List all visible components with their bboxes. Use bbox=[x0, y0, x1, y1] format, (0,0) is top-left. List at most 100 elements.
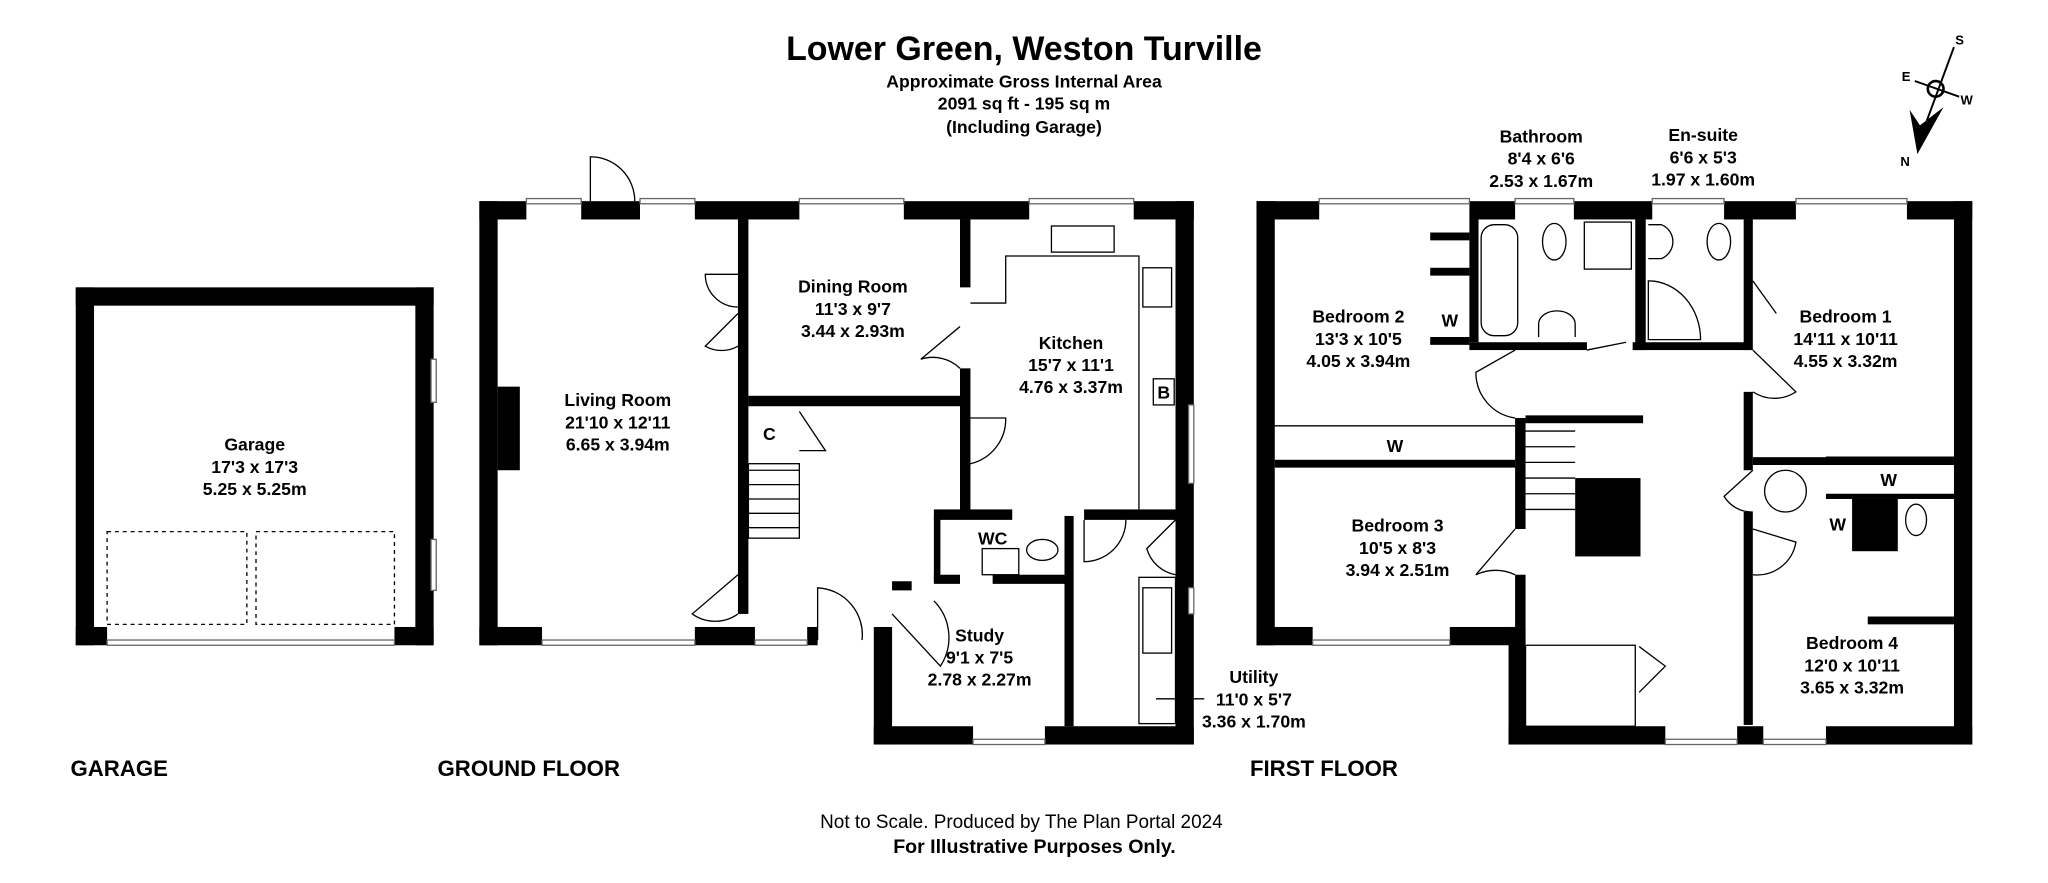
svg-text:5.25 x 5.25m: 5.25 x 5.25m bbox=[203, 479, 307, 499]
disclaimer-scale: Not to Scale. Produced by The Plan Porta… bbox=[820, 812, 1223, 833]
wall bbox=[1575, 478, 1641, 557]
wall bbox=[1743, 219, 1753, 351]
wall bbox=[1274, 459, 1516, 468]
wall bbox=[933, 574, 960, 584]
floor-label-ground: GROUND FLOOR bbox=[438, 756, 620, 781]
wall bbox=[479, 626, 543, 646]
wardrobe-marker: W bbox=[1880, 470, 1897, 490]
wall bbox=[933, 515, 941, 582]
svg-text:Kitchen: Kitchen bbox=[1039, 333, 1104, 353]
svg-text:2.78 x 2.27m: 2.78 x 2.27m bbox=[928, 670, 1032, 690]
wall bbox=[737, 219, 749, 614]
wall bbox=[933, 509, 1013, 520]
door bbox=[1083, 519, 1127, 563]
wall bbox=[1084, 509, 1176, 520]
svg-text:3.44 x 2.93m: 3.44 x 2.93m bbox=[801, 321, 905, 341]
svg-text:13'3 x 10'5: 13'3 x 10'5 bbox=[1315, 329, 1402, 349]
window bbox=[1318, 197, 1471, 205]
wall bbox=[1737, 726, 1764, 745]
room-bedroom-1: Bedroom 1 14'11 x 10'11 4.55 x 3.32m bbox=[1793, 307, 1898, 371]
wardrobe-marker: W bbox=[1387, 436, 1404, 456]
window bbox=[106, 639, 396, 646]
room-wc: WC bbox=[978, 529, 1008, 549]
door bbox=[691, 574, 739, 622]
wall bbox=[1256, 201, 1275, 646]
wardrobe-marker: W bbox=[1829, 514, 1846, 534]
door bbox=[816, 587, 863, 641]
window bbox=[1514, 197, 1575, 205]
door bbox=[704, 273, 738, 308]
door bbox=[1752, 280, 1777, 314]
sink-icon bbox=[1142, 587, 1173, 654]
wall bbox=[1635, 219, 1646, 351]
disclaimer-illustrative: For Illustrative Purposes Only. bbox=[893, 836, 1176, 858]
svg-text:15'7 x 11'1: 15'7 x 11'1 bbox=[1028, 355, 1114, 375]
room-utility: Utility 11'0 x 5'7 3.36 x 1.70m bbox=[1202, 667, 1306, 731]
window bbox=[541, 639, 696, 646]
wall bbox=[873, 726, 974, 745]
wall bbox=[1469, 342, 1587, 351]
svg-text:3.36 x 1.70m: 3.36 x 1.70m bbox=[1202, 712, 1306, 732]
window bbox=[1187, 404, 1195, 484]
fixtures bbox=[106, 156, 1954, 727]
svg-text:En-suite: En-suite bbox=[1668, 125, 1738, 145]
window bbox=[972, 738, 1046, 746]
room-ensuite: En-suite 6'6 x 5'3 1.97 x 1.60m bbox=[1651, 125, 1755, 189]
svg-text:Study: Study bbox=[955, 625, 1004, 645]
shower-icon bbox=[1583, 221, 1632, 270]
wall bbox=[75, 626, 108, 646]
svg-text:8'4 x 6'6: 8'4 x 6'6 bbox=[1508, 149, 1575, 169]
wall bbox=[694, 626, 755, 646]
svg-text:Bedroom 4: Bedroom 4 bbox=[1806, 633, 1898, 653]
door bbox=[1752, 349, 1797, 399]
cupboard-marker: C bbox=[763, 424, 776, 444]
door bbox=[1146, 519, 1176, 576]
wall bbox=[960, 219, 971, 288]
wall bbox=[1825, 726, 1973, 745]
stairs bbox=[747, 463, 800, 539]
wall bbox=[1430, 337, 1470, 345]
door bbox=[1475, 528, 1516, 576]
wall bbox=[1515, 417, 1526, 530]
worktop bbox=[970, 255, 1140, 510]
window bbox=[1762, 738, 1827, 746]
svg-text:6.65 x 3.94m: 6.65 x 3.94m bbox=[566, 435, 670, 455]
svg-text:6'6 x 5'3: 6'6 x 5'3 bbox=[1670, 147, 1737, 167]
wall bbox=[1515, 574, 1526, 627]
svg-text:S: S bbox=[1955, 32, 1964, 47]
room-bathroom: Bathroom 8'4 x 6'6 2.53 x 1.67m bbox=[1489, 126, 1593, 190]
hob-icon bbox=[1142, 267, 1173, 308]
wall bbox=[479, 201, 498, 646]
wall bbox=[1867, 616, 1954, 625]
window bbox=[1312, 639, 1451, 646]
door bbox=[589, 156, 636, 202]
floor-label-garage: GARAGE bbox=[71, 756, 168, 781]
wall bbox=[1430, 267, 1470, 276]
window bbox=[754, 639, 808, 646]
room-bedroom-2: Bedroom 2 13'3 x 10'5 4.05 x 3.94m bbox=[1306, 307, 1410, 371]
svg-text:2.53 x 1.67m: 2.53 x 1.67m bbox=[1489, 171, 1593, 191]
door bbox=[1752, 528, 1797, 576]
svg-text:W: W bbox=[1960, 93, 1973, 108]
svg-text:Living Room: Living Room bbox=[564, 390, 671, 410]
bath-icon bbox=[1480, 224, 1519, 337]
wall bbox=[1825, 493, 1954, 499]
wall bbox=[807, 626, 818, 646]
wall bbox=[1256, 626, 1313, 646]
area-label: Approximate Gross Internal Area bbox=[886, 72, 1162, 92]
window bbox=[525, 197, 582, 205]
cylinder-icon bbox=[1763, 469, 1808, 513]
svg-text:4.76 x 3.37m: 4.76 x 3.37m bbox=[1019, 377, 1123, 397]
wardrobe-marker: W bbox=[1441, 311, 1458, 331]
wall bbox=[1852, 498, 1898, 552]
wall bbox=[892, 581, 912, 591]
wall bbox=[903, 201, 1030, 220]
basin-icon bbox=[1537, 310, 1576, 338]
svg-text:Garage: Garage bbox=[224, 435, 285, 455]
compass-icon: S E W N bbox=[1900, 32, 1973, 168]
door bbox=[1638, 646, 1667, 693]
door bbox=[1723, 469, 1754, 513]
svg-text:Bathroom: Bathroom bbox=[1500, 126, 1583, 146]
wall bbox=[581, 201, 640, 220]
